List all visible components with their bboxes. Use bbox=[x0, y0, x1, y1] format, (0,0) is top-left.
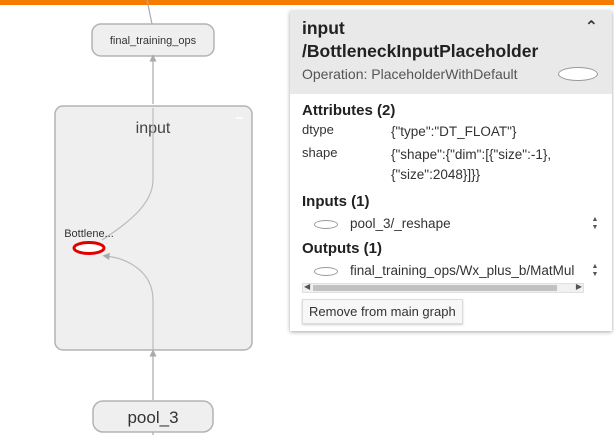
top-accent-bar bbox=[0, 0, 614, 5]
info-card-title-line1: input bbox=[302, 18, 345, 38]
remove-from-main-graph-button[interactable]: Remove from main graph bbox=[302, 299, 463, 324]
up-down-arrows-icon[interactable]: ▲▼ bbox=[591, 216, 599, 231]
node-final-training-ops[interactable]: final_training_ops bbox=[91, 23, 215, 57]
node-pool-3[interactable]: pool_3 bbox=[92, 400, 214, 433]
attr-value: {"shape":{"dim":[{"size":-1}, {"size":20… bbox=[391, 145, 600, 185]
attr-key: shape bbox=[302, 145, 338, 160]
info-card-title-line2: /BottleneckInputPlaceholder bbox=[302, 41, 539, 61]
info-card-header: input /BottleneckInputPlaceholder Operat… bbox=[290, 11, 612, 94]
outputs-list[interactable]: final_training_ops/Wx_plus_b/MatMul ▲▼ bbox=[302, 261, 600, 281]
list-item[interactable]: final_training_ops/Wx_plus_b/MatMul bbox=[314, 261, 586, 281]
inputs-list[interactable]: pool_3/_reshape ▲▼ bbox=[302, 214, 600, 234]
node-bottleneck-input-placeholder[interactable]: Bottlene... bbox=[64, 228, 114, 255]
attr-value-line2: {"size":2048}]}} bbox=[391, 167, 481, 182]
attr-value-line1: {"shape":{"dim":[{"size":-1}, bbox=[391, 147, 552, 162]
node-final-training-ops-label: final_training_ops bbox=[110, 35, 197, 47]
outputs-title: Outputs (1) bbox=[302, 240, 382, 257]
op-node-oval-icon bbox=[558, 67, 598, 81]
attr-value: {"type":"DT_FLOAT"} bbox=[391, 124, 517, 139]
scroll-left-icon[interactable]: ◀ bbox=[304, 282, 311, 291]
info-card-title: input /BottleneckInputPlaceholder bbox=[302, 17, 600, 63]
node-bottleneck-label: Bottlene... bbox=[64, 228, 114, 240]
input-item-label: pool_3/_reshape bbox=[350, 216, 451, 231]
up-down-arrows-icon[interactable]: ▲▼ bbox=[591, 263, 599, 278]
horizontal-scrollbar[interactable]: ◀ ▶ bbox=[302, 282, 584, 293]
edge-bottleneck-to-output bbox=[101, 108, 154, 241]
edge-top-incoming bbox=[146, 0, 153, 25]
node-pool-3-label: pool_3 bbox=[127, 408, 178, 427]
chevron-up-icon[interactable]: ⌃ bbox=[584, 19, 598, 36]
list-item[interactable]: pool_3/_reshape bbox=[314, 214, 586, 234]
info-card-operation: Operation: PlaceholderWithDefault bbox=[302, 66, 518, 82]
attr-key: dtype bbox=[302, 122, 334, 137]
scrollbar-thumb[interactable] bbox=[313, 285, 557, 291]
node-info-card: input /BottleneckInputPlaceholder Operat… bbox=[290, 11, 612, 331]
attr-row-shape: shape {"shape":{"dim":[{"size":-1}, {"si… bbox=[302, 145, 600, 185]
attributes-title: Attributes (2) bbox=[302, 102, 396, 119]
attr-row-dtype: dtype {"type":"DT_FLOAT"} bbox=[302, 122, 600, 142]
info-card-body: Attributes (2) dtype {"type":"DT_FLOAT"}… bbox=[290, 94, 612, 330]
selected-node-oval[interactable] bbox=[72, 241, 106, 255]
scroll-right-icon[interactable]: ▶ bbox=[575, 282, 582, 291]
op-node-oval-icon bbox=[314, 219, 338, 229]
op-node-oval-icon bbox=[314, 266, 338, 276]
output-item-label: final_training_ops/Wx_plus_b/MatMul bbox=[350, 263, 575, 278]
edge-pool3-to-bottleneck bbox=[102, 252, 154, 350]
inputs-title: Inputs (1) bbox=[302, 193, 370, 210]
